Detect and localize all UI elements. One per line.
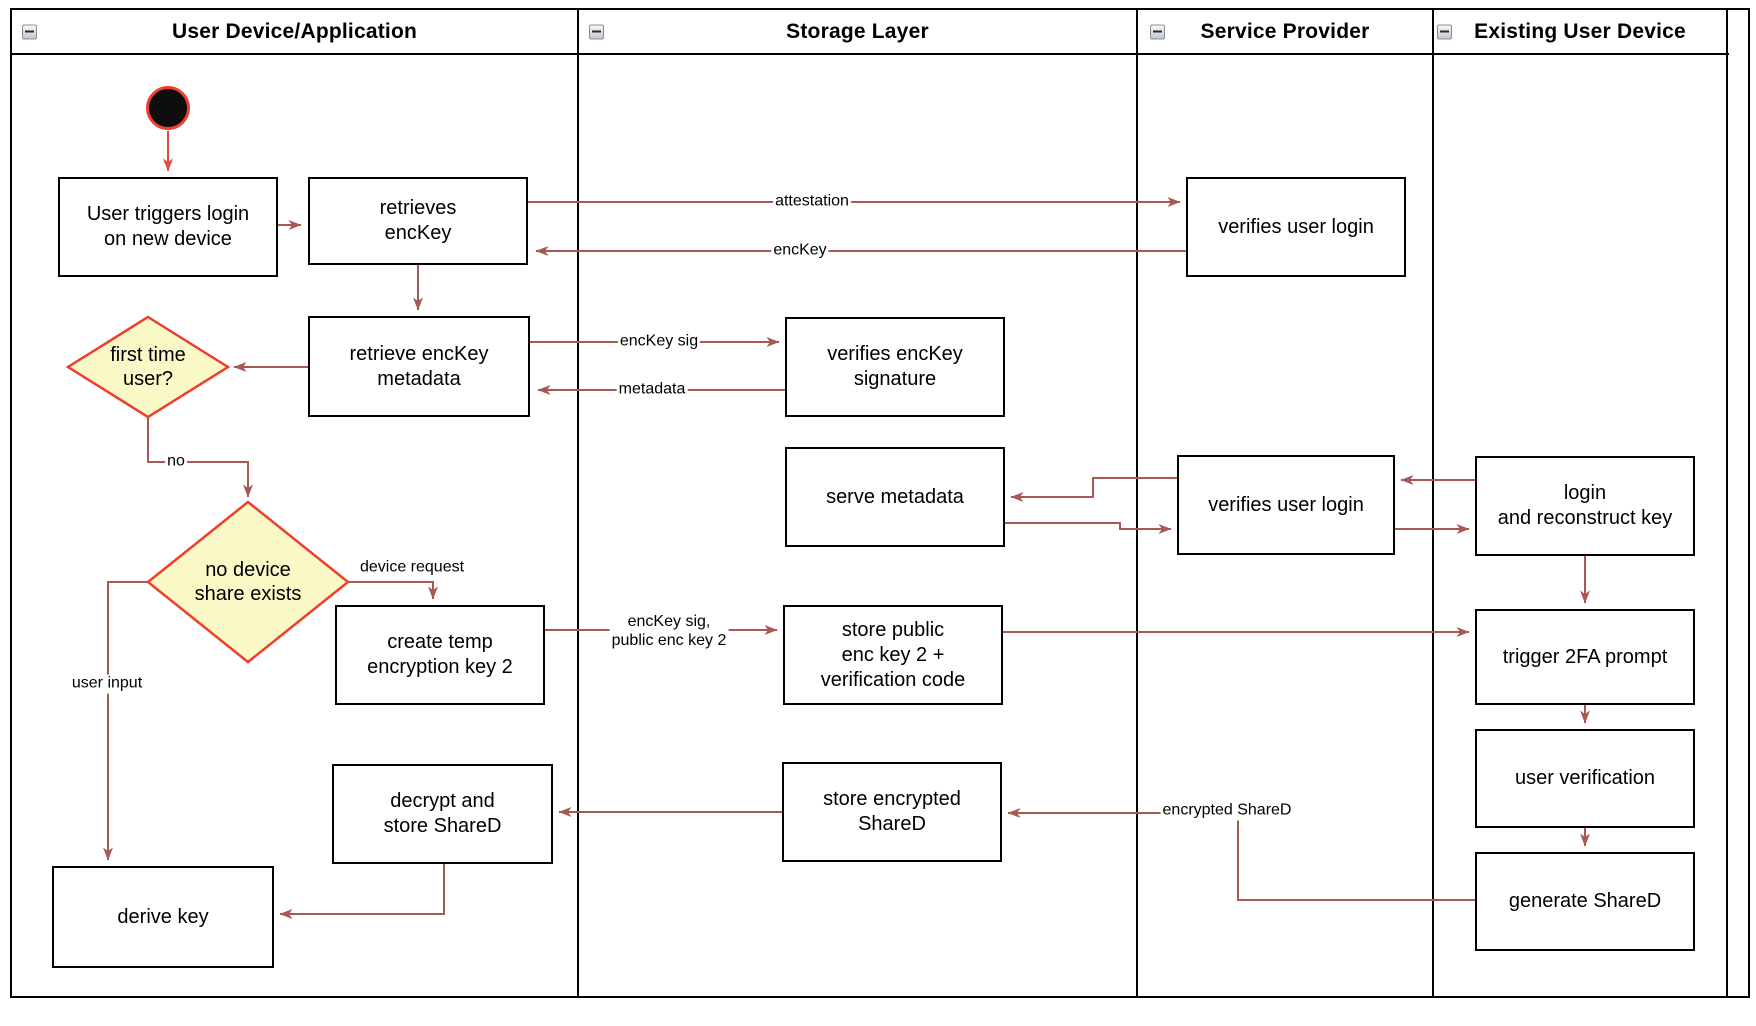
action-serve-metadata[interactable]: serve metadata <box>785 447 1005 547</box>
edge-device-request-label: device request <box>357 558 467 578</box>
lane-header-user-device-application: User Device/Application <box>12 10 577 53</box>
lane-header-existing-user-device: Existing User Device <box>1434 10 1726 53</box>
action-derive-key[interactable]: derive key <box>52 866 274 968</box>
lane-header-divider <box>10 53 1729 55</box>
action-retrieves-enckey[interactable]: retrieves encKey <box>308 177 528 265</box>
collapse-lane-button[interactable] <box>22 24 37 39</box>
lane-separator-2 <box>1136 8 1138 998</box>
action-verifies-user-login-2[interactable]: verifies user login <box>1177 455 1395 555</box>
minus-icon <box>1153 30 1162 33</box>
action-verifies-enckey-signature[interactable]: verifies encKey signature <box>785 317 1005 417</box>
lane-title: Service Provider <box>1200 19 1370 43</box>
action-generate-shared[interactable]: generate ShareD <box>1475 852 1695 951</box>
action-store-encrypted-shared[interactable]: store encrypted ShareD <box>782 762 1002 862</box>
collapse-lane-button[interactable] <box>1150 24 1165 39</box>
collapse-lane-button[interactable] <box>589 24 604 39</box>
lane-separator-1 <box>577 8 579 998</box>
action-trigger-2fa-prompt[interactable]: trigger 2FA prompt <box>1475 609 1695 705</box>
minus-icon <box>592 30 601 33</box>
action-user-verification[interactable]: user verification <box>1475 729 1695 828</box>
minus-icon <box>25 30 34 33</box>
action-store-public-enc-key-2[interactable]: store public enc key 2 + verification co… <box>783 605 1003 705</box>
action-verifies-user-login-1[interactable]: verifies user login <box>1186 177 1406 277</box>
lane-title: Existing User Device <box>1474 19 1686 43</box>
edge-user-input-label: user input <box>69 674 145 694</box>
edge-attestation-label: attestation <box>773 192 851 212</box>
action-login-and-reconstruct-key[interactable]: login and reconstruct key <box>1475 456 1695 556</box>
edge-enckey-sig-label: encKey sig <box>617 332 701 352</box>
lane-header-storage-layer: Storage Layer <box>579 10 1136 53</box>
lane-separator-4 <box>1726 8 1728 998</box>
edge-metadata-return-label: metadata <box>616 380 688 400</box>
action-user-triggers-login[interactable]: User triggers login on new device <box>58 177 278 277</box>
edge-no-label: no <box>165 452 187 472</box>
lane-separator-3 <box>1432 8 1434 998</box>
lane-title: Storage Layer <box>786 19 929 43</box>
action-retrieve-enckey-metadata[interactable]: retrieve encKey metadata <box>308 316 530 417</box>
lane-title: User Device/Application <box>171 19 417 43</box>
start-node[interactable] <box>146 86 190 130</box>
edge-enckey-return-label: encKey <box>771 241 829 261</box>
edge-encrypted-shared-label: encrypted ShareD <box>1160 801 1294 821</box>
edge-enckey-sig-public-key-label: encKey sig, public enc key 2 <box>609 613 729 651</box>
decision-first-time-user-label: first time user? <box>110 344 186 390</box>
collapse-lane-button[interactable] <box>1437 24 1452 39</box>
minus-icon <box>1440 30 1449 33</box>
action-create-temp-encryption-key-2[interactable]: create temp encryption key 2 <box>335 605 545 705</box>
decision-no-device-share-exists-label: no device share exists <box>194 559 302 605</box>
lane-header-service-provider: Service Provider <box>1138 10 1432 53</box>
action-decrypt-and-store-shared[interactable]: decrypt and store ShareD <box>332 764 553 864</box>
